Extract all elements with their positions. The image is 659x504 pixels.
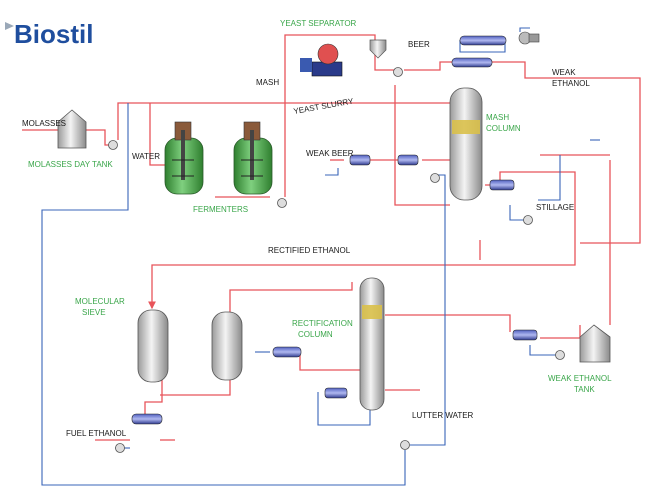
label-molecular-sieve-line2: SIEVE xyxy=(82,308,106,317)
yeast-slurry-tank xyxy=(369,39,387,59)
label-molecular-sieve-line1: MOLECULAR xyxy=(75,297,125,306)
fermenter-pump xyxy=(277,198,287,208)
stillage-pump xyxy=(523,215,533,225)
label-water: WATER xyxy=(132,152,160,161)
pipes-cold xyxy=(41,27,600,486)
label-mash-column-line1: MASH xyxy=(486,113,509,122)
condenser-1 xyxy=(459,35,507,46)
mash-column xyxy=(449,87,483,201)
sieve-heat-exchanger xyxy=(272,346,302,358)
molecular-sieve-2 xyxy=(211,311,243,381)
mash-column-pump xyxy=(430,173,440,183)
weak-ethanol-exchanger xyxy=(512,329,538,341)
label-molasses-day-tank: MOLASSES DAY TANK xyxy=(28,160,113,169)
label-lutter-water: LUTTER WATER xyxy=(412,411,474,420)
label-weak-ethanol-line2: ETHANOL xyxy=(552,79,590,88)
weak-beer-exchanger-1 xyxy=(349,154,371,166)
rectification-column xyxy=(359,277,385,411)
label-molasses: MOLASSES xyxy=(22,119,66,128)
label-beer: BEER xyxy=(408,40,430,49)
molasses-pump xyxy=(108,140,118,150)
label-rectification-column-line1: RECTIFICATION xyxy=(292,319,353,328)
label-weak-ethanol-line1: WEAK xyxy=(552,68,576,77)
pipes-hot xyxy=(22,34,641,441)
vacuum-fan xyxy=(518,31,540,45)
fuel-ethanol-cooler xyxy=(131,413,163,425)
label-mash-column-line2: COLUMN xyxy=(486,124,521,133)
label-yeast-slurry: YEAST SLURRY xyxy=(293,96,355,116)
label-rectification-column-line2: COLUMN xyxy=(298,330,333,339)
reboiler xyxy=(489,179,515,191)
label-stillage: STILLAGE xyxy=(536,203,574,212)
fuel-ethanol-pump xyxy=(115,443,125,453)
weak-ethanol-tank xyxy=(579,324,611,363)
fermenter-2 xyxy=(233,121,273,195)
yeast-separator xyxy=(300,43,343,77)
label-weak-ethanol-tank-line2: TANK xyxy=(574,385,595,394)
label-yeast-separator: YEAST SEPARATOR xyxy=(280,19,357,28)
label-rectified-ethanol: RECTIFIED ETHANOL xyxy=(268,246,351,255)
label-weak-ethanol-tank-line1: WEAK ETHANOL xyxy=(548,374,612,383)
condenser-2 xyxy=(451,57,493,68)
weak-ethanol-pump xyxy=(555,350,565,360)
weak-beer-exchanger-2 xyxy=(397,154,419,166)
logo-text: Biostil xyxy=(14,19,93,49)
molasses-day-tank xyxy=(57,109,87,149)
beer-pump xyxy=(393,67,403,77)
rectification-reboiler xyxy=(324,387,348,399)
label-weak-beer: WEAK BEER xyxy=(306,149,354,158)
biostil-logo: Biostil xyxy=(5,19,93,49)
label-mash: MASH xyxy=(256,78,279,87)
label-fuel-ethanol: FUEL ETHANOL xyxy=(66,429,127,438)
lutter-water-pump xyxy=(400,440,410,450)
fermenter-1 xyxy=(164,121,204,195)
label-fermenters: FERMENTERS xyxy=(193,205,248,214)
molecular-sieve-1 xyxy=(137,309,169,383)
